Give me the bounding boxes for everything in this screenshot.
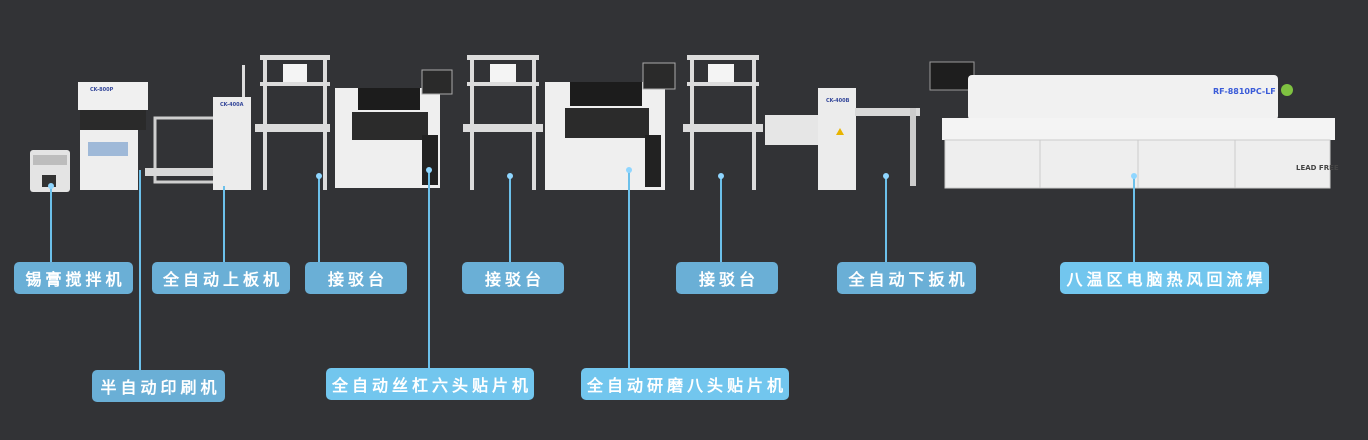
- label-six-head-pick-and-place: 全自动丝杠六头贴片机: [326, 368, 534, 400]
- connector-dot: [1131, 173, 1137, 179]
- connector-line: [628, 170, 630, 368]
- label-auto-unloader: 全自动下扳机: [837, 262, 976, 294]
- label-conveyor-3: 接驳台: [676, 262, 778, 294]
- label-conveyor-2: 接驳台: [462, 262, 564, 294]
- connector-line: [139, 170, 141, 370]
- label-reflow-oven: 八温区电脑热风回流焊: [1060, 262, 1269, 294]
- auto-loader: CK-400A: [145, 65, 251, 190]
- connector-dot: [718, 173, 724, 179]
- semi-auto-printer: CK-800P: [78, 82, 148, 190]
- label-auto-loader: 全自动上板机: [152, 262, 290, 294]
- label-eight-head-pick-and-place: 全自动研磨八头贴片机: [581, 368, 789, 400]
- conveyor-1: [255, 55, 330, 190]
- reflow-oven: RF-8810PC-LF LEAD FREE: [929, 61, 1339, 189]
- label-solder-paste-mixer: 锡膏搅拌机: [14, 262, 133, 294]
- connector-line: [50, 186, 52, 262]
- svg-text:CK-400A: CK-400A: [220, 102, 244, 108]
- connector-line: [1133, 176, 1135, 262]
- connector-line: [720, 176, 722, 262]
- connector-dot: [316, 173, 322, 179]
- connector-line: [509, 176, 511, 262]
- connector-line: [223, 186, 225, 262]
- solder-paste-mixer: [30, 150, 70, 192]
- conveyor-3: [683, 55, 763, 190]
- label-conveyor-1: 接驳台: [305, 262, 407, 294]
- connector-line: [885, 176, 887, 262]
- conveyor-2: [463, 55, 543, 190]
- connector-dot: [626, 167, 632, 173]
- connector-dot: [426, 167, 432, 173]
- connector-line: [318, 176, 320, 262]
- svg-text:LEAD FREE: LEAD FREE: [1296, 164, 1339, 172]
- six-head-pick-and-place: [335, 69, 453, 188]
- connector-dot: [507, 173, 513, 179]
- svg-text:CK-800P: CK-800P: [90, 87, 114, 93]
- connector-line: [428, 170, 430, 368]
- label-semi-auto-printer: 半自动印刷机: [92, 370, 225, 402]
- auto-unloader: CK-400B: [765, 88, 920, 190]
- eight-head-pick-and-place: [545, 62, 676, 190]
- connector-dot: [48, 183, 54, 189]
- svg-text:RF-8810PC-LF: RF-8810PC-LF: [1213, 87, 1276, 96]
- connector-dot: [883, 173, 889, 179]
- svg-text:CK-400B: CK-400B: [826, 98, 850, 104]
